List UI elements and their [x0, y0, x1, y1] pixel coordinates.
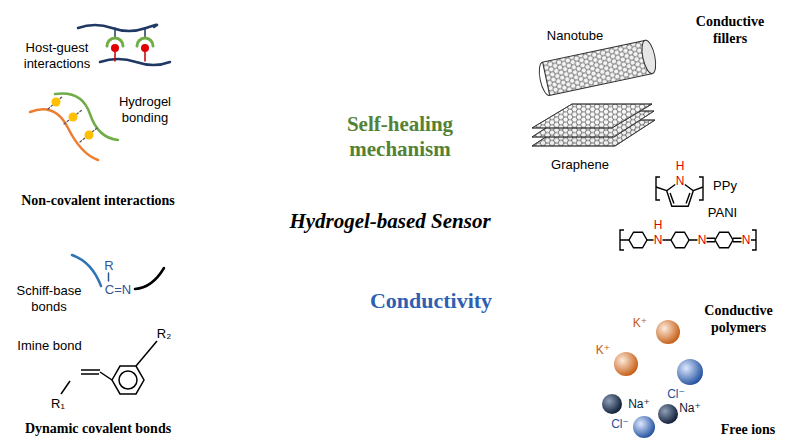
imine-structure: [61, 381, 70, 394]
green-half: [180, 6, 612, 438]
ion-spheres: [602, 320, 703, 438]
bubble-fill: [5, 228, 192, 415]
topic-bubble: NanotubeGraphene Conductive fillers: [495, 8, 788, 193]
imine-structure: [119, 371, 137, 389]
central-title: Hydrogel-based Sensor: [255, 209, 525, 234]
host-guest-chains: [115, 52, 145, 61]
hydrogen-bond-chains: [55, 93, 118, 140]
chem-group: R₁: [51, 397, 65, 410]
bubble-label: Host-guest interactions: [18, 40, 96, 71]
schiff-base-structure: [108, 273, 110, 281]
bubble-heading: Non-covalent interactions: [2, 193, 194, 210]
chem-group: R: [104, 259, 113, 272]
central-heading: Self-healing mechanism: [320, 112, 480, 162]
atom-symbol: H: [654, 219, 663, 231]
chem-bond: C=N: [105, 283, 131, 296]
ion-spheres: [602, 394, 622, 414]
pani-structure: [620, 230, 756, 250]
schiff-base-structure: [72, 255, 101, 286]
atom-symbol: H: [676, 160, 685, 172]
ion-spheres: [656, 320, 680, 344]
atom-symbol: N: [676, 175, 685, 187]
host-guest-chains: [78, 25, 170, 65]
chem-group: R₂: [157, 327, 171, 340]
bubble-label: PANI: [700, 205, 745, 221]
hydrogen-bond-chains: [48, 96, 97, 142]
bubble-label: Graphene: [545, 157, 615, 173]
bubble-heading: Free ions: [712, 422, 784, 439]
nanotube-figure: [543, 40, 653, 95]
pani-structure: [620, 239, 756, 240]
host-guest-chains: [111, 44, 119, 52]
bubble-fill: [497, 10, 673, 186]
nanotube-figure: [639, 39, 658, 75]
host-guest-chains: [141, 44, 149, 52]
bubble-fill: [578, 302, 718, 442]
ion-spheres: [658, 404, 678, 424]
bubble-label: Nanotube: [540, 28, 610, 44]
imine-structure: [100, 372, 112, 380]
nanotube-figure: [543, 40, 653, 95]
ion-label: Na⁺: [679, 402, 701, 414]
ppy-structure: [667, 185, 694, 207]
imine-structure: [81, 370, 100, 374]
ion-label: K⁺: [596, 344, 610, 356]
bubble-heading: Conductive polymers: [692, 303, 785, 337]
schiff-base-structure: [135, 268, 164, 289]
hydrogen-bond-chains: [69, 113, 78, 122]
hydrogen-bond-chains: [52, 98, 61, 107]
ion-label: Cl⁻: [667, 388, 685, 400]
hydrogen-bond-chains: [30, 109, 98, 160]
ion-label: K⁺: [633, 317, 647, 329]
bubble-label: Schiff-base bonds: [12, 283, 86, 314]
ion-label: Cl⁻: [611, 418, 629, 430]
graphene-figure: [532, 104, 652, 128]
ion-spheres: [633, 416, 655, 438]
pani-structure: [671, 232, 689, 248]
ppy-structure: [670, 193, 690, 204]
topic-bubble: PPyPANI Conductive polymers: [595, 145, 788, 340]
pani-structure: [707, 238, 742, 241]
pani-structure: [715, 232, 733, 248]
bubble-fill: [598, 149, 766, 301]
bubble-label: PPy: [705, 178, 745, 194]
hydrogen-bond-chains: [30, 93, 118, 160]
nanotube-figure: [537, 62, 550, 97]
graphene-figure: [532, 104, 652, 128]
ion-spheres: [677, 359, 703, 385]
pani-structure: [629, 232, 647, 248]
atom-symbol: N: [654, 234, 663, 246]
ppy-structure: [656, 187, 703, 191]
imine-structure: [136, 341, 157, 366]
topic-bubble: Host-guest interactionsHydrogel bondingN…: [0, 0, 200, 215]
atom-symbol: N: [698, 234, 707, 246]
host-guest-chains: [100, 59, 170, 65]
central-heading: Conductivity: [356, 288, 506, 314]
bubble-label: Hydrogel bonding: [110, 94, 180, 125]
graphene-figure: [532, 104, 655, 146]
host-guest-chains: [115, 28, 145, 38]
imine-structure: [112, 366, 144, 394]
bubble-heading: Conductive fillers: [680, 14, 780, 48]
ion-label: Na⁺: [628, 398, 650, 410]
pani-structure: [620, 230, 756, 250]
hydrogen-bond-chains: [85, 131, 94, 140]
bubble-heading: Dynamic covalent bonds: [2, 421, 194, 438]
atom-symbol: N: [742, 234, 751, 246]
ion-spheres: [614, 352, 638, 376]
central-circle: Self-healing mechanismHydrogel-based Sen…: [180, 6, 612, 438]
bubble-label: Imine bond: [12, 338, 87, 354]
bubble-fill: [5, 5, 205, 185]
nanotube-figure: [537, 39, 659, 97]
